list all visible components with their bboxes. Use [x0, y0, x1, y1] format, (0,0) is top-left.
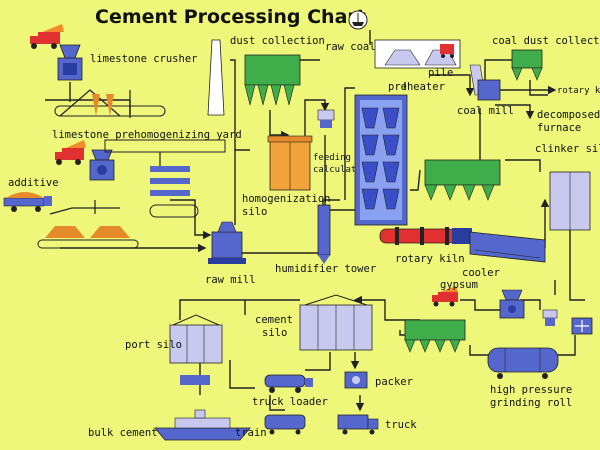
- additive-crusher-icon: [89, 149, 115, 181]
- label-humidifier-tower: humidifier tower: [275, 263, 376, 275]
- gypsum-crusher-icon: [499, 289, 525, 319]
- label-limestone-crusher: limestone crusher: [90, 53, 197, 65]
- raw-mill-icon: [208, 221, 246, 264]
- dust-collection-area: dust collection: [207, 35, 325, 116]
- label-truck-loader: truck loader: [252, 396, 328, 408]
- homogenization-silo: [267, 135, 313, 191]
- coal-mill-icon: [469, 64, 501, 101]
- label-clinker-silo: clinker silo: [535, 143, 600, 155]
- label-cement: cement: [255, 314, 293, 326]
- additive-area: additive: [3, 140, 139, 249]
- connector-lines: [45, 30, 585, 412]
- truck-loader-icon: [264, 374, 313, 393]
- label-furnace: furnace: [537, 122, 581, 134]
- dump-truck-icon: [30, 24, 64, 49]
- dust-collector-icon: [244, 54, 301, 106]
- label-calculation: calculation: [313, 165, 373, 175]
- feeding-scale-icon: [317, 109, 335, 128]
- label-homogenization-silo: silo: [242, 206, 267, 218]
- label-raw-mill: raw mill: [205, 274, 256, 286]
- label-train: train: [235, 427, 267, 439]
- port-silo-icon: [169, 314, 223, 385]
- label-truck: truck: [385, 419, 417, 431]
- label-cooler: cooler: [462, 267, 500, 279]
- gypsum-scale-icon: [542, 309, 558, 326]
- label-raw-coal: raw coal: [325, 41, 376, 53]
- gypsum-area: [432, 286, 593, 335]
- label-rotary-kiln-right: rotary kiln: [557, 86, 600, 96]
- reclaimer-conveyors: [104, 139, 226, 218]
- preheater-tower: [354, 94, 408, 226]
- additive-storage: [37, 200, 139, 249]
- cement-dust-collector-icon: [404, 319, 466, 353]
- grinding-roll-icon: [487, 347, 559, 379]
- train-icon: [264, 414, 306, 435]
- label-bulk-cement: bulk cement: [88, 427, 158, 439]
- additive-trailer-icon: [3, 192, 52, 212]
- label-coal-dust-collection: coal dust collection: [492, 35, 600, 47]
- humidifier-tower-icon: [317, 204, 331, 264]
- label-packer: packer: [375, 376, 413, 388]
- gypsum-truck-icon: [432, 286, 458, 307]
- label-homogenization: homogenization: [242, 193, 331, 205]
- label-grinding-roll: grinding roll: [490, 397, 572, 409]
- kiln-dust-collector-icon: [424, 159, 501, 201]
- label-cement-silo: silo: [262, 327, 287, 339]
- cooler-icon: [469, 231, 546, 263]
- bulk-cement-ship-icon: [154, 409, 251, 441]
- label-high-pressure: high pressure: [490, 384, 572, 396]
- rotary-kiln-icon: [379, 227, 472, 245]
- label-dust-collection: dust collection: [230, 35, 325, 47]
- label-pile: pile: [428, 67, 453, 79]
- chart-title: Cement Processing Chart: [95, 6, 366, 28]
- cement-silo-icon: [299, 294, 373, 351]
- label-prehomogenizing-yard: limestone prehomogenizing yard: [52, 129, 242, 141]
- label-rotary-kiln: rotary kiln: [395, 253, 465, 265]
- additive-truck-icon: [55, 140, 86, 165]
- label-coal-mill: coal mill: [457, 105, 514, 117]
- delivery-truck-icon: [337, 414, 379, 435]
- packer-icon: [344, 371, 368, 389]
- label-preheater: preheater: [388, 81, 445, 93]
- clinker-silo-icon: [549, 171, 591, 231]
- limestone-crusher-area: limestone crusher limestone prehomogeniz…: [30, 24, 242, 141]
- coal-dust-collector-icon: [511, 49, 543, 81]
- label-port-silo: port silo: [125, 339, 182, 351]
- label-decomposed: decomposed: [537, 109, 600, 121]
- prehomogenizing-belt: [54, 89, 166, 118]
- chimney: [207, 39, 225, 116]
- separator-icon: [571, 317, 593, 335]
- limestone-crusher-icon: [57, 44, 83, 81]
- label-gypsum: gypsum: [440, 279, 478, 291]
- label-feeding: feeding: [313, 153, 351, 163]
- label-additive: additive: [8, 177, 59, 189]
- raw-coal-area: [348, 10, 461, 69]
